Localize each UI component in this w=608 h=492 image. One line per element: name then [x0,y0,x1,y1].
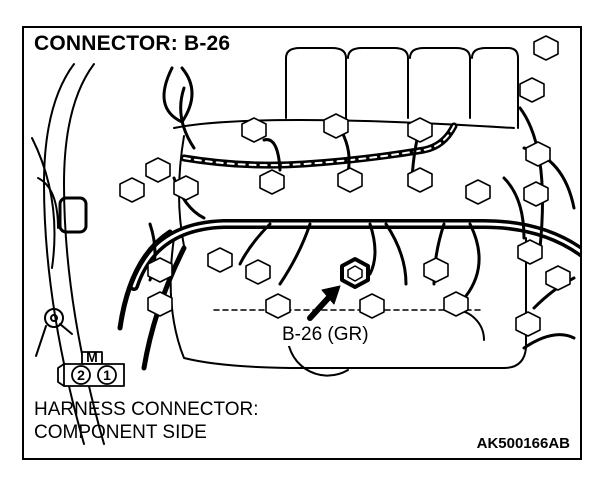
connector-boxes [119,35,571,337]
connector-callout-label: B-26 (GR) [280,324,371,346]
connector-key-label: M [86,349,98,365]
left-hoses [31,63,105,445]
pin-label-left: 2 [77,367,85,383]
caption-line-2: COMPONENT SIDE [34,422,207,443]
caption: HARNESS CONNECTOR: COMPONENT SIDE [34,398,364,444]
b26-connector [340,257,370,289]
pin-face-diagram [57,351,125,387]
ground-terminal [35,308,73,357]
diagram-frame: M 2 1 CONNECTOR: B-26 B-26 (GR) HARNESS … [22,26,582,460]
callout-arrow [307,285,341,321]
page-title: CONNECTOR: B-26 [32,32,233,56]
engine-harness-illustration: M 2 1 [31,35,580,445]
intake-runners [173,47,519,247]
figure-code: AK500166AB [476,435,570,452]
upper-harness [162,66,458,169]
main-harness [117,219,580,371]
caption-line-1: HARNESS CONNECTOR: [34,399,259,420]
pin-label-right: 1 [103,367,111,383]
